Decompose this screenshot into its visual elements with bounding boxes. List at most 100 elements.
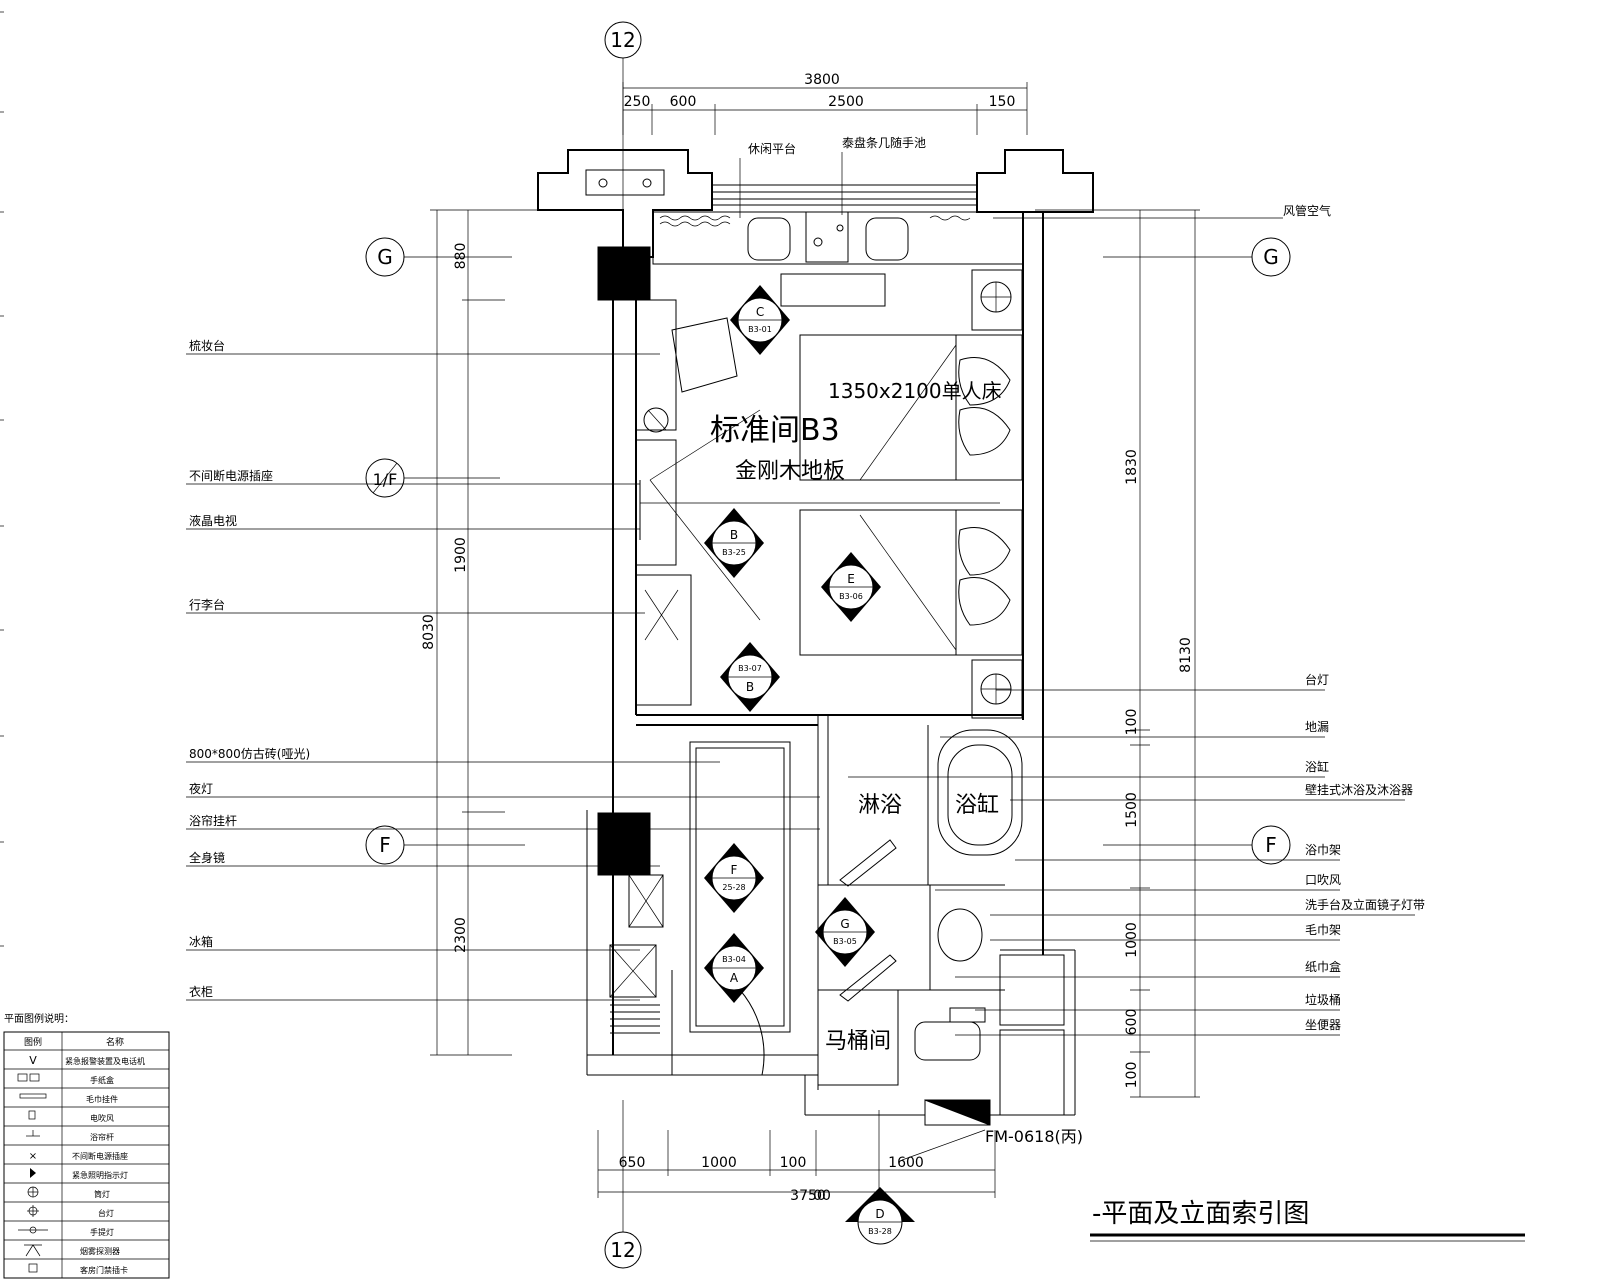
dim-bottom-b: 1000 bbox=[701, 1155, 737, 1171]
grid-axis-f: F F bbox=[365, 825, 1291, 865]
room-floor: 金刚木地板 bbox=[735, 459, 845, 484]
label-balcony: 休闲平台 bbox=[748, 141, 796, 156]
margin-ticks bbox=[0, 11, 4, 947]
right-label: 坐便器 bbox=[1305, 1018, 1341, 1032]
bottom-dimensions: 650 1000 100 1600 3750 00 bbox=[597, 1130, 996, 1204]
right-labels: 台灯 地漏 浴缸 壁挂式沐浴及沐浴器 浴巾架 口吹风 洗手台及立面镜子灯带 毛巾… bbox=[848, 672, 1425, 1036]
legend-row: 电吹风 bbox=[90, 1113, 114, 1123]
right-label: 纸巾盒 bbox=[1305, 959, 1341, 974]
label-planter: 泰盘条几随手池 bbox=[842, 135, 926, 150]
legend-row: 不间断电源插座 bbox=[72, 1151, 128, 1161]
svg-text:B3-28: B3-28 bbox=[868, 1227, 892, 1236]
index-mark-3: E B3-06 bbox=[821, 552, 881, 622]
grid-bubble-1f-left: 1/F bbox=[373, 470, 398, 489]
room-bathtub: 浴缸 bbox=[955, 793, 999, 818]
bed-2 bbox=[799, 509, 1023, 656]
right-label: 垃圾桶 bbox=[1305, 992, 1341, 1007]
index-mark-7: G B3-05 bbox=[815, 897, 875, 967]
left-label: 行李台 bbox=[189, 597, 225, 612]
legend-row: 筒灯 bbox=[94, 1189, 110, 1199]
dim-left-a: 880 bbox=[453, 243, 469, 270]
svg-text:B3-05: B3-05 bbox=[833, 937, 857, 946]
index-mark-1: C B3-01 bbox=[730, 285, 790, 355]
left-dimensions: 8030 880 1900 2300 bbox=[421, 209, 610, 1056]
grid-axis-12: 12 12 bbox=[604, 21, 880, 1269]
left-label: 全身镜 bbox=[189, 850, 225, 865]
right-label: 壁挂式沐浴及沐浴器 bbox=[1305, 782, 1413, 797]
svg-text:B: B bbox=[746, 680, 754, 694]
grid-bubble-f-left: F bbox=[379, 833, 391, 857]
legend-row: 浴帘杆 bbox=[90, 1132, 114, 1142]
legend-symbol-icon: × bbox=[29, 1151, 37, 1162]
dim-left-b: 1900 bbox=[453, 537, 469, 573]
left-labels: 梳妆台 不间断电源插座 液晶电视 行李台 800*800仿古砖(哑光) 夜灯 浴… bbox=[186, 338, 820, 1001]
top-dimensions: 3800 250 600 2500 150 bbox=[622, 72, 1028, 135]
dim-left-total: 8030 bbox=[421, 614, 437, 650]
dim-right-e: 600 bbox=[1124, 1009, 1140, 1036]
room-main-name: 标准间B3 bbox=[710, 413, 840, 448]
left-label: 梳妆台 bbox=[189, 338, 225, 353]
right-label: 浴巾架 bbox=[1305, 843, 1341, 857]
bed-1 bbox=[799, 334, 1023, 481]
dim-right-f: 100 bbox=[1124, 1062, 1140, 1089]
grid-bubble-12-bottom: 12 bbox=[610, 1238, 635, 1262]
dim-top-b: 600 bbox=[670, 94, 697, 110]
dim-right-c: 1500 bbox=[1124, 792, 1140, 828]
dim-right-b: 100 bbox=[1124, 709, 1140, 736]
dim-right-a: 1830 bbox=[1124, 449, 1140, 485]
svg-text:E: E bbox=[847, 572, 855, 586]
left-label: 液晶电视 bbox=[189, 513, 237, 528]
svg-text:B3-01: B3-01 bbox=[748, 325, 772, 334]
svg-text:25-28: 25-28 bbox=[722, 883, 745, 892]
right-label: 洗手台及立面镜子灯带 bbox=[1305, 897, 1425, 912]
index-mark-8: D B3-28 bbox=[845, 1187, 915, 1245]
index-mark-6: B3-04 A bbox=[704, 933, 764, 1003]
legend-heading: 平面图例说明： bbox=[4, 1012, 74, 1025]
index-marks: C B3-01 B B3-25 E B3-06 B3-07 B bbox=[704, 285, 915, 1245]
dim-top-a: 250 bbox=[624, 94, 651, 110]
index-mark-4: B3-07 B bbox=[720, 642, 780, 712]
dim-left-c: 2300 bbox=[453, 917, 469, 953]
dim-top-c: 2500 bbox=[828, 94, 864, 110]
right-label: 毛巾架 bbox=[1305, 923, 1341, 937]
dim-bottom-c: 100 bbox=[780, 1155, 807, 1171]
legend-row: 紧急报警装置及电话机 bbox=[65, 1056, 145, 1066]
right-dimensions: 1830 100 1500 1000 600 100 8130 bbox=[1035, 209, 1200, 1098]
grid-axis-g: G G bbox=[365, 237, 1291, 277]
dim-bottom-total-overlap: 00 bbox=[813, 1188, 831, 1204]
svg-text:A: A bbox=[730, 971, 739, 985]
legend-table: 平面图例说明： 图例 名称 V × 紧急报警装置及电话机 手纸盒 毛巾挂件 电吹… bbox=[3, 1012, 170, 1279]
label-ac: 风管空气 bbox=[1283, 203, 1331, 218]
room-shower: 淋浴 bbox=[858, 793, 902, 818]
right-label: 地漏 bbox=[1305, 720, 1329, 734]
index-mark-5: F 25-28 bbox=[704, 843, 764, 913]
legend-row: 客房门禁插卡 bbox=[80, 1265, 128, 1275]
grid-bubble-f-right: F bbox=[1265, 833, 1277, 857]
grid-bubble-12-top: 12 bbox=[610, 28, 635, 52]
legend-row: 紧急照明指示灯 bbox=[72, 1170, 128, 1180]
index-mark-2: B B3-25 bbox=[704, 508, 764, 578]
bed-label: 1350x2100单人床 bbox=[828, 379, 1002, 403]
svg-text:G: G bbox=[840, 917, 849, 931]
left-label: 夜灯 bbox=[189, 781, 213, 796]
dim-bottom-a: 650 bbox=[619, 1155, 646, 1171]
svg-text:C: C bbox=[756, 305, 764, 319]
legend-col2: 名称 bbox=[106, 1036, 124, 1048]
left-label: 不间断电源插座 bbox=[189, 468, 273, 483]
svg-text:B3-04: B3-04 bbox=[722, 955, 746, 964]
title-text: -平面及立面索引图 bbox=[1092, 1199, 1309, 1229]
dim-top-d: 150 bbox=[989, 94, 1016, 110]
legend-col1: 图例 bbox=[24, 1036, 42, 1048]
room-toilet: 马桶间 bbox=[825, 1029, 891, 1054]
left-label: 冰箱 bbox=[189, 934, 213, 949]
right-label: 台灯 bbox=[1305, 672, 1329, 687]
right-label: 浴缸 bbox=[1305, 759, 1329, 774]
legend-row: 手纸盒 bbox=[90, 1075, 114, 1085]
svg-text:B: B bbox=[730, 528, 738, 542]
bedroom: 标准间B3 金刚木地板 1350x2100单人床 bbox=[635, 269, 1023, 719]
grid-axis-1f: 1/F bbox=[365, 458, 500, 498]
svg-text:F: F bbox=[731, 863, 738, 877]
bathroom: 淋浴 浴缸 马桶间 FM-0618(丙) bbox=[609, 725, 1083, 1161]
legend-row: 台灯 bbox=[98, 1208, 114, 1218]
